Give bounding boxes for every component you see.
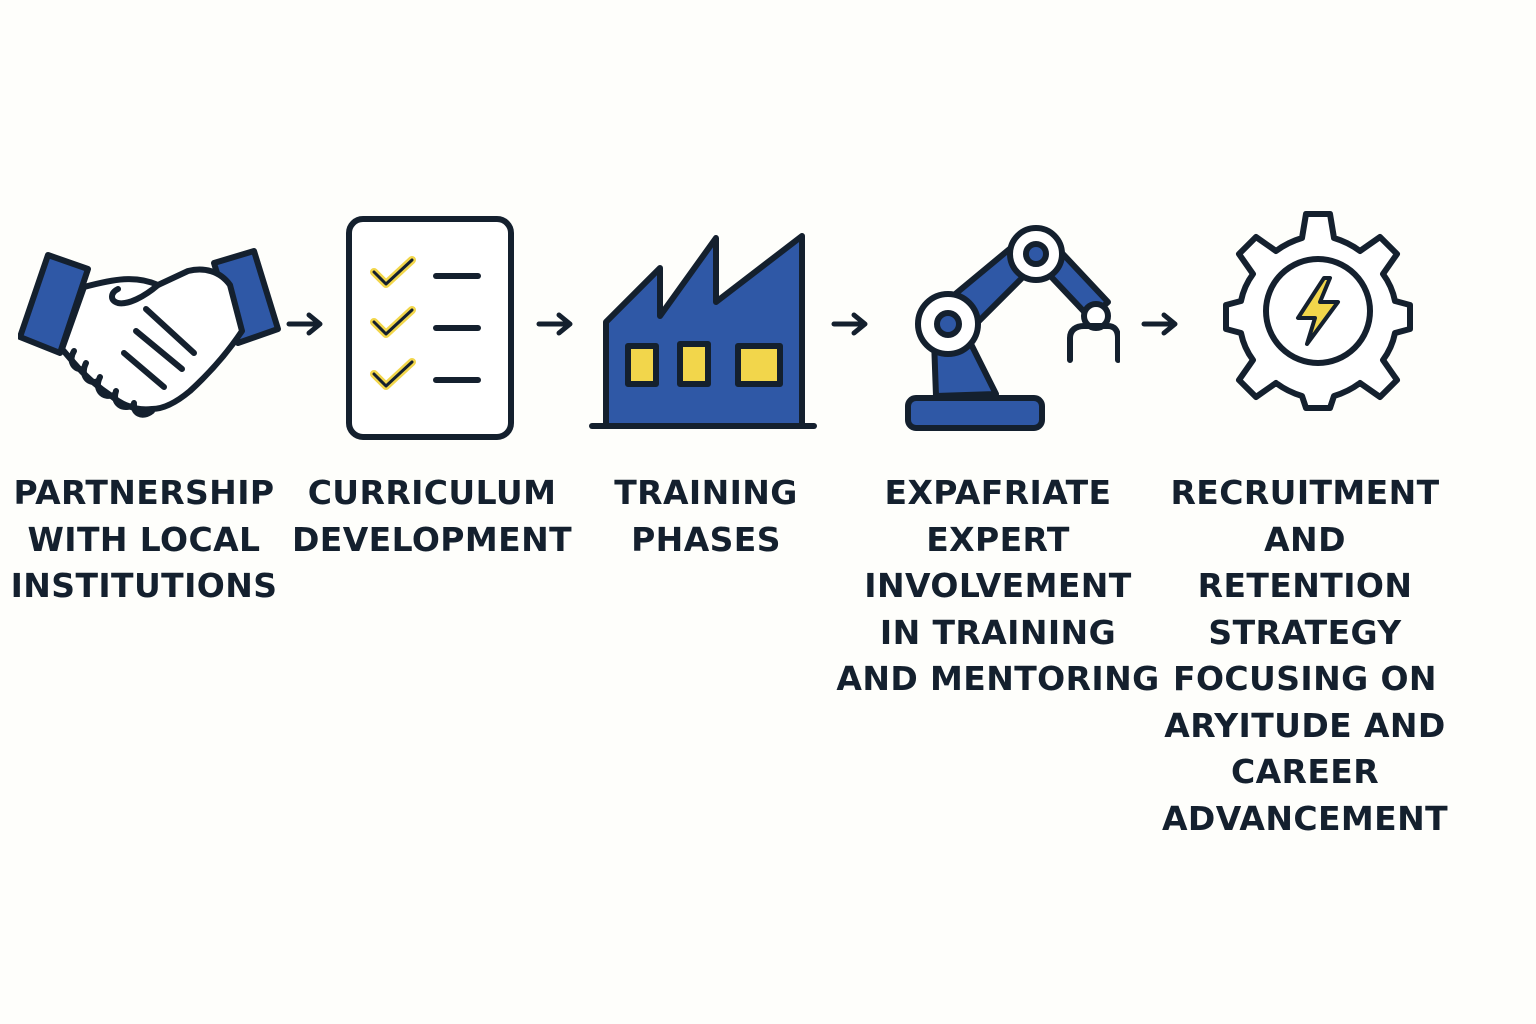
arrow-right-icon (286, 312, 323, 336)
gear-lightning-icon (1223, 211, 1413, 411)
arrow-right-icon (831, 312, 868, 336)
robotic-arm-icon (905, 225, 1120, 431)
arrow-right-icon (1141, 312, 1178, 336)
step-label-curriculum: CURRICULUM DEVELOPMENT (291, 473, 573, 559)
arrow-right-icon (536, 312, 573, 336)
step-label-recruitment: RECRUITMENT AND RETENTION STRATEGY FOCUS… (1161, 473, 1449, 838)
step-label-partnership: PARTNERSHIP WITH LOCAL INSTITUTIONS (10, 473, 278, 605)
checklist-icon (346, 216, 514, 440)
step-label-training-phases: TRAINING PHASES (614, 473, 798, 559)
factory-icon (589, 233, 817, 429)
handshake-icon (18, 248, 281, 418)
step-label-expert-involvement: EXPAFRIATE EXPERT INVOLVEMENT IN TRAININ… (836, 473, 1160, 698)
